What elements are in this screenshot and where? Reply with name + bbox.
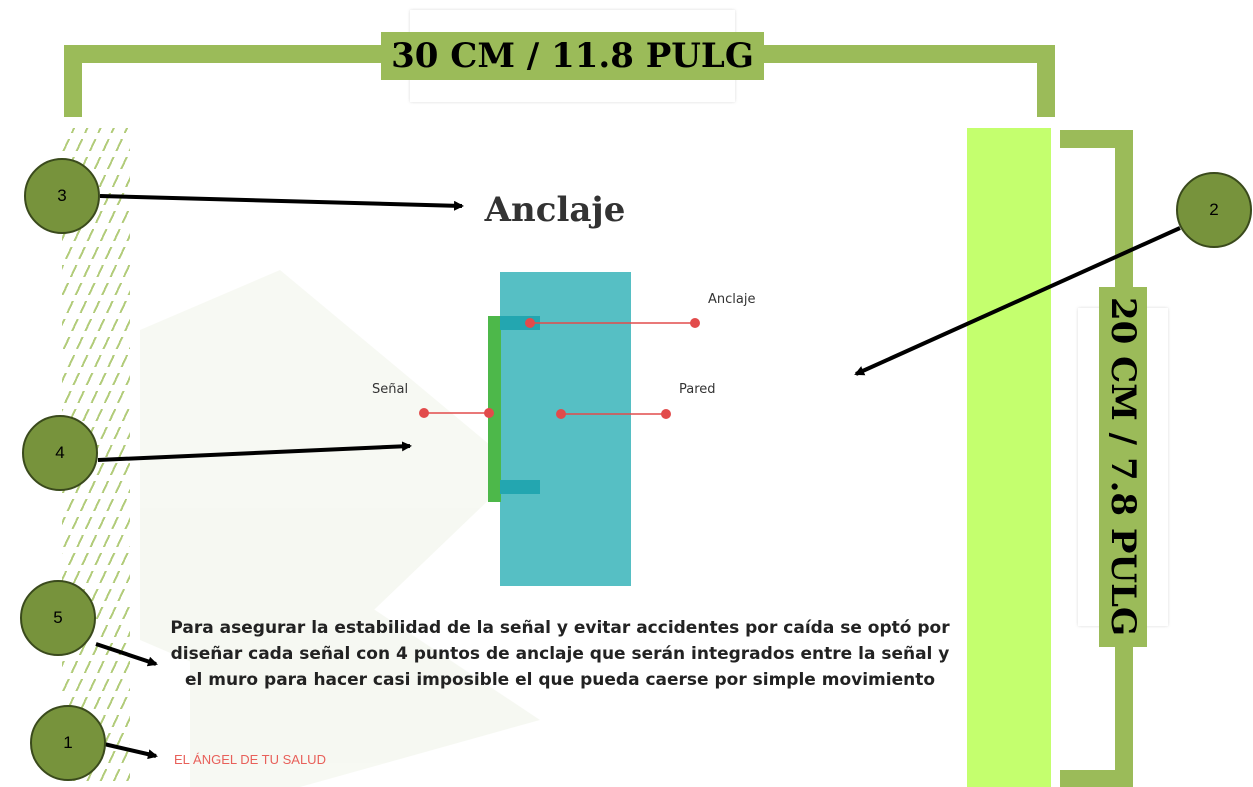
width-bracket-right-vertical [1037, 45, 1055, 117]
width-dimension-label: 30 CM / 11.8 PULG [381, 32, 764, 80]
width-dimension-box: 30 CM / 11.8 PULG [381, 10, 764, 102]
width-bracket-left-vertical [64, 45, 82, 117]
height-bracket-bottom-vertical [1115, 625, 1133, 770]
height-dimension-box: 20 CM / 7.8 PULG [1078, 287, 1168, 647]
anchor-pointer-dot-start [525, 318, 535, 328]
marker-4: 4 [22, 415, 98, 491]
width-bracket-left-horizontal [64, 45, 414, 63]
callout-arrow-3 [99, 194, 464, 211]
callout-arrow-4 [97, 441, 412, 462]
watermark-shape [140, 270, 540, 787]
marker-3: 3 [24, 158, 100, 234]
marker-1: 1 [30, 705, 106, 781]
marker-5: 5 [20, 580, 96, 656]
sign-rect [488, 316, 501, 502]
footer-brand: EL ÁNGEL DE TU SALUD [174, 752, 326, 767]
callout-arrow-2 [854, 226, 1181, 376]
sign-label: Señal [372, 382, 409, 397]
body-text: Para asegurar la estabilidad de la señal… [170, 618, 950, 690]
anchor-pointer-dot-end [690, 318, 700, 328]
height-dimension-label: 20 CM / 7.8 PULG [1099, 287, 1147, 647]
sign-pointer-dot-start [419, 408, 429, 418]
callout-arrow-5 [95, 642, 158, 667]
anchor-label: Anclaje [708, 292, 756, 307]
wall-pointer-dot-end [661, 409, 671, 419]
height-bracket-top-horizontal [1060, 130, 1133, 148]
height-bracket-bottom-horizontal [1060, 770, 1133, 787]
wall-pointer-dot-start [556, 409, 566, 419]
anchor-bottom-rect [500, 480, 540, 494]
lime-strip [967, 128, 1051, 787]
slide-title: Anclaje [484, 190, 626, 230]
marker-2: 2 [1176, 172, 1252, 248]
width-bracket-right-horizontal [735, 45, 1055, 63]
callout-arrow-1 [103, 742, 158, 760]
sign-pointer-dot-end [484, 408, 494, 418]
height-bracket-top-vertical [1115, 130, 1133, 310]
wall-label: Pared [679, 382, 716, 397]
